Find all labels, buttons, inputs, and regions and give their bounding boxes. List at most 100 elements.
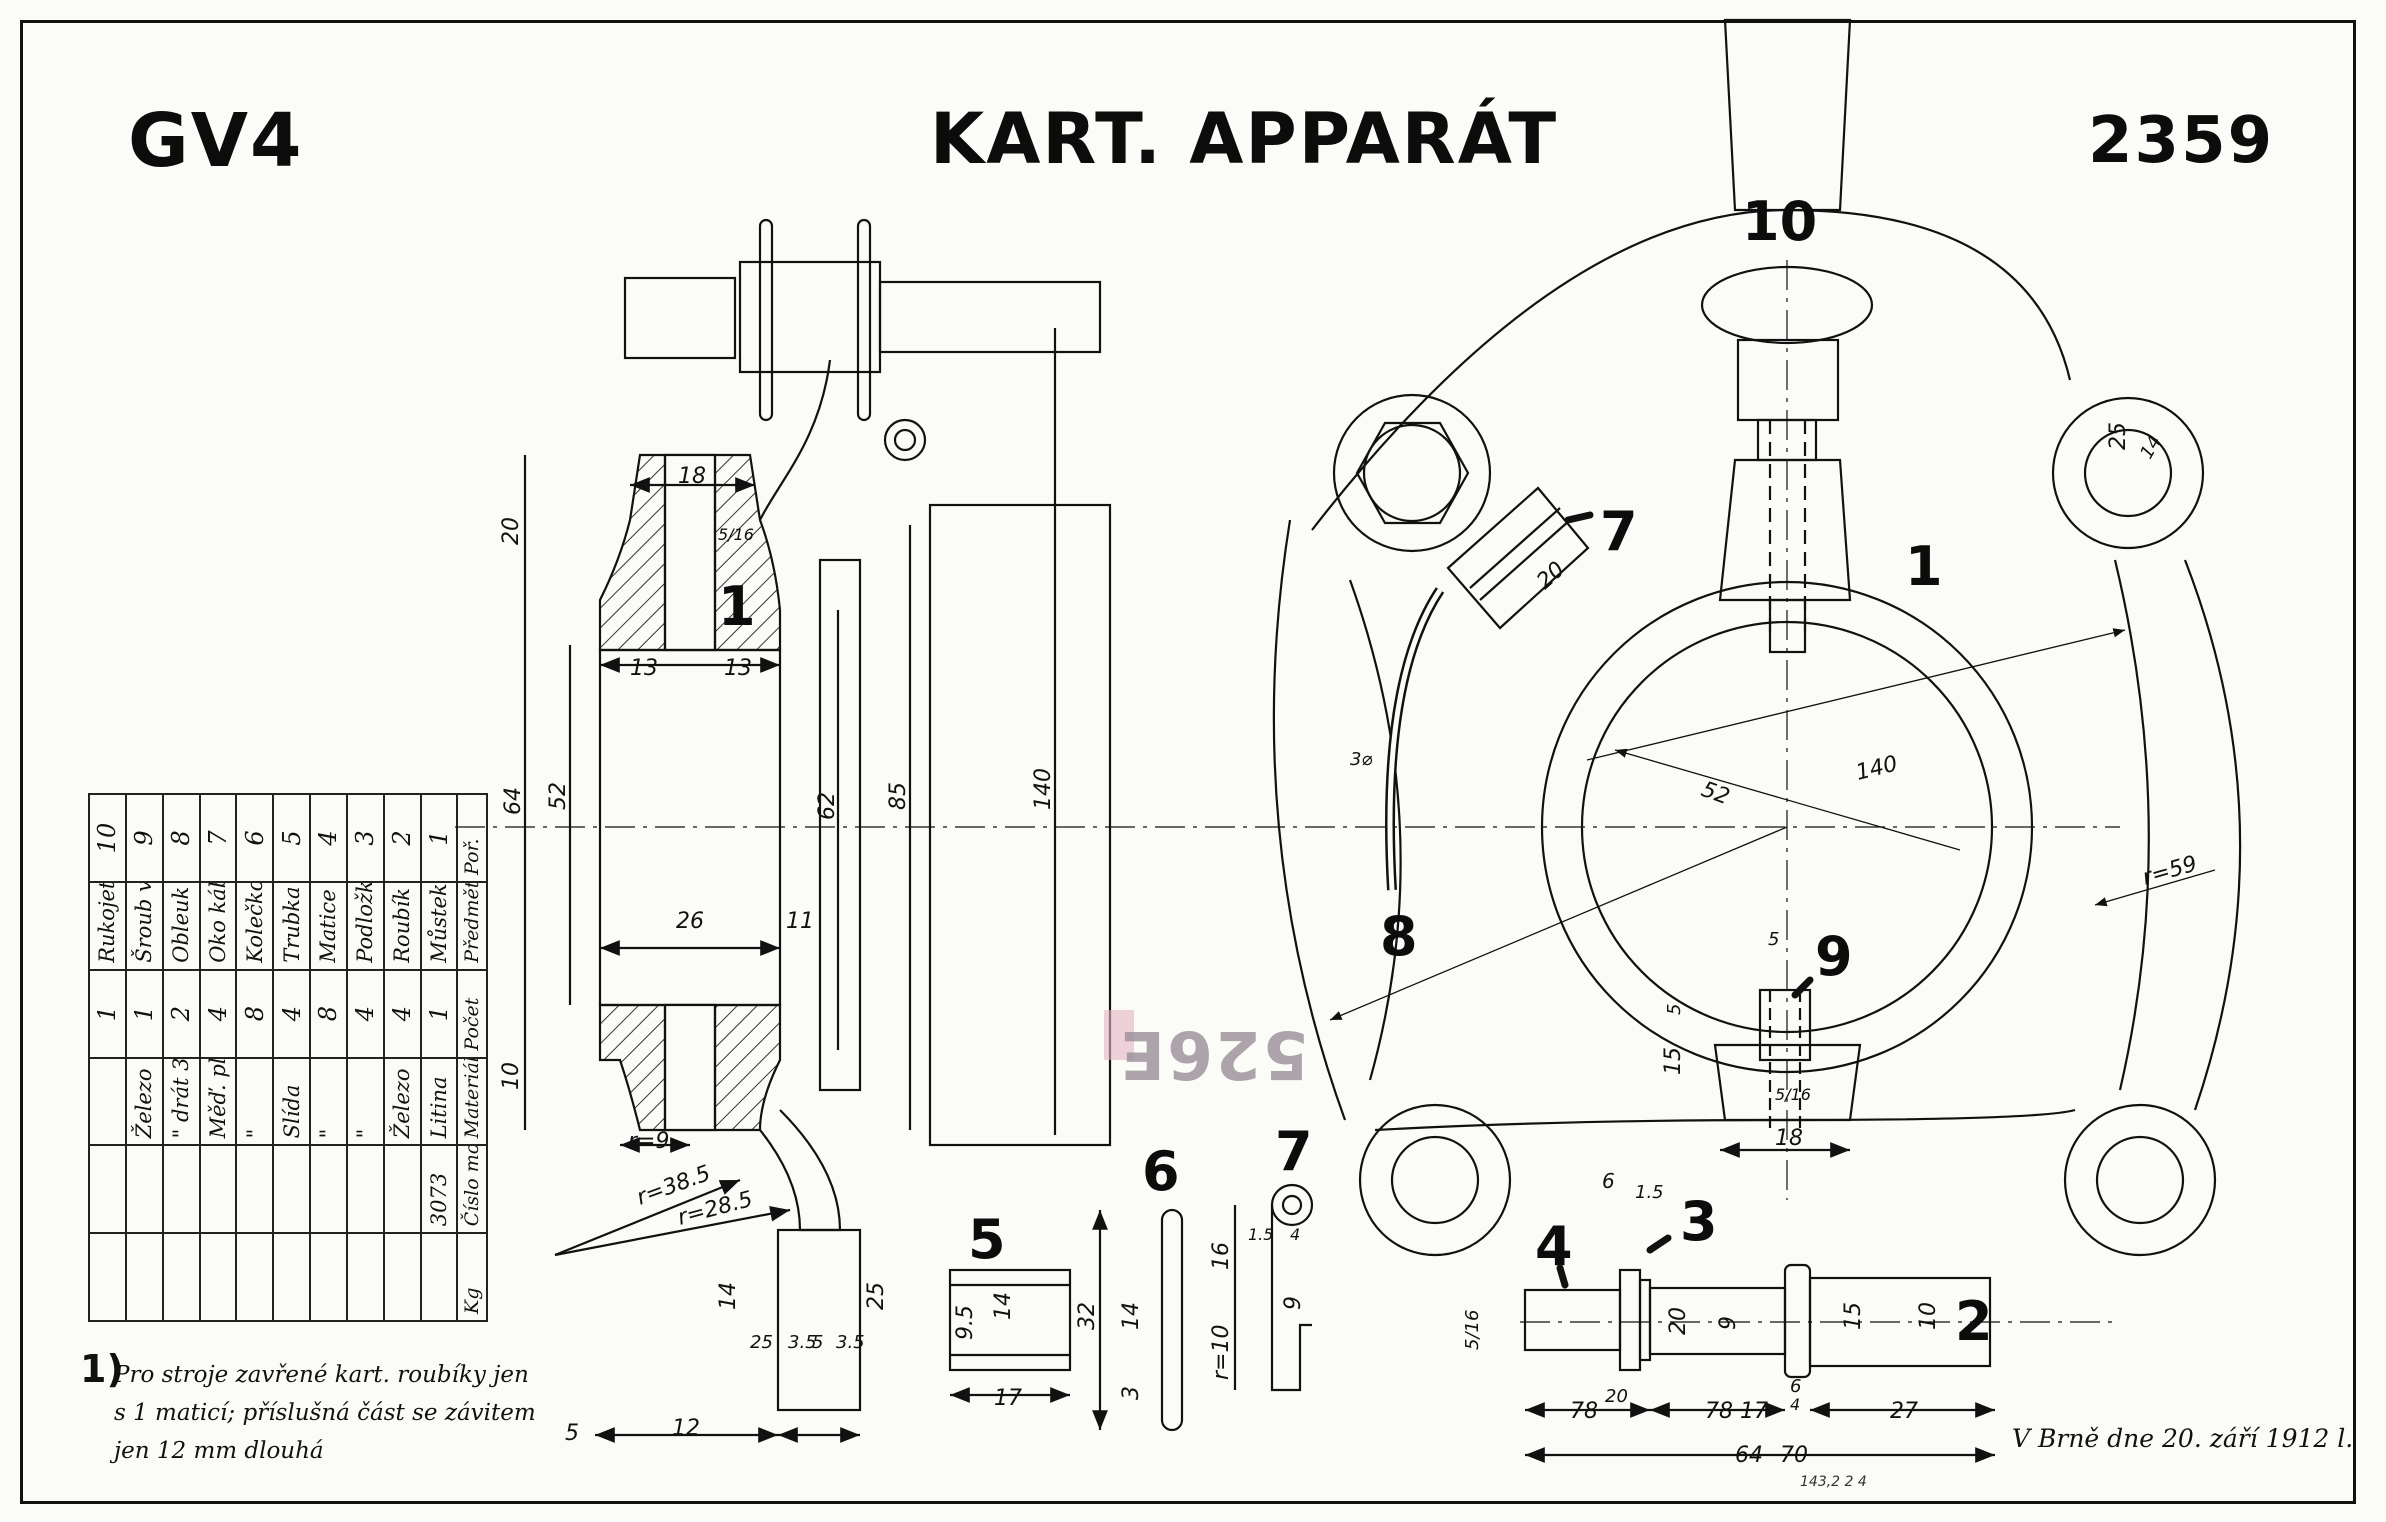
dim-bolt: 78 xyxy=(1570,1399,1598,1424)
dim-bolt: 70 xyxy=(1780,1443,1808,1468)
plan-view xyxy=(1272,18,2242,1463)
dim-plan: 3⌀ xyxy=(1350,749,1372,770)
part-label: 7 xyxy=(1600,500,1638,563)
dim-plan: 5/16 xyxy=(1775,1085,1811,1104)
dim-plan: 5 xyxy=(1664,1004,1685,1015)
dim-bolt: 4 xyxy=(1790,1395,1800,1414)
file-number: 143,2 2 4 xyxy=(1800,1474,1867,1490)
dim-bolt: 1.5 xyxy=(1635,1182,1664,1203)
dim-side: 5 xyxy=(565,1421,579,1446)
dim-bolt: 27 xyxy=(1890,1399,1918,1424)
dim-part: r=10 xyxy=(1209,1325,1234,1380)
dim-side: 140 xyxy=(1031,768,1056,810)
part-label: 1 xyxy=(1905,535,1943,598)
dim-side: 18 xyxy=(678,464,706,489)
dim-plan: 20 xyxy=(1532,557,1570,594)
lug-bottom-left xyxy=(1358,1103,1512,1257)
dim-side: 62 xyxy=(815,792,840,820)
footnote: 1) Pro stroje zavřené kart. roubíky jen … xyxy=(80,1350,536,1470)
plan-dimension-texts: 25 14 20 3⌀ 52 140 r=59 5 5 15 5/16 18 6… xyxy=(1350,422,2200,1468)
dim-side: 11 xyxy=(786,909,814,934)
lug-top-right xyxy=(2051,396,2205,550)
bolt-collar xyxy=(1783,1263,1812,1379)
dim-side: r=9 xyxy=(628,1129,669,1154)
dim-side: 52 xyxy=(546,782,571,810)
dim-side: 3.5 xyxy=(836,1332,865,1353)
dim-bolt: 10 xyxy=(1916,1302,1941,1330)
footnote-line: Pro stroje zavřené kart. roubíky jen xyxy=(114,1362,529,1388)
dim-side: 20 xyxy=(499,517,524,545)
part-label: 10 xyxy=(1742,190,1817,253)
hex-nut-side xyxy=(623,276,737,360)
dim-part: 9 xyxy=(1281,1296,1306,1310)
dim-plan: 14 xyxy=(2136,432,2166,462)
dim-bolt: 78 xyxy=(1705,1399,1733,1424)
dim-part: 1.5 xyxy=(1248,1225,1273,1244)
lug-top-left xyxy=(1332,393,1492,553)
dim-bolt: 6 xyxy=(1602,1169,1615,1193)
dim-side: 85 xyxy=(886,782,911,810)
hex-nut-top xyxy=(1355,421,1470,525)
dim-part: 9.5 xyxy=(953,1305,978,1340)
drawing-title: KART. APPARÁT xyxy=(930,98,1559,180)
callout-leaders xyxy=(1556,511,1814,1289)
part-label: 2 xyxy=(1955,1290,1993,1353)
dim-bolt: 20 xyxy=(1605,1386,1628,1407)
part-6-washer xyxy=(1160,1208,1184,1432)
dim-bolt: 20 xyxy=(1666,1307,1691,1335)
part-label: 6 xyxy=(1142,1140,1180,1203)
dim-part: 14 xyxy=(991,1292,1016,1320)
footnote-line: jen 12 mm dlouhá xyxy=(114,1438,324,1464)
dim-part: 3 xyxy=(1119,1386,1144,1400)
cable-eye-7 xyxy=(1446,486,1590,630)
dim-side: 12 xyxy=(672,1416,700,1441)
archive-stamp: 526E xyxy=(1118,1016,1309,1093)
stamp-mark xyxy=(1104,1010,1134,1060)
part-label: 9 xyxy=(1815,925,1853,988)
dim-plan: 25 xyxy=(2106,422,2131,450)
footnote-line: s 1 maticí; příslušná část se závitem xyxy=(114,1400,536,1426)
dim-bolt: 6 xyxy=(1790,1376,1801,1397)
shaft-side xyxy=(878,280,1102,354)
dim-side: 10 xyxy=(499,1062,524,1090)
sheet-border xyxy=(20,20,2356,1504)
dim-part: 14 xyxy=(1119,1302,1144,1330)
dim-part: 16 xyxy=(1209,1242,1234,1270)
side-view xyxy=(455,218,2120,1443)
dim-bolt: 9 xyxy=(1716,1316,1741,1330)
signoff-date: V Brně dne 20. září 1912 l. xyxy=(2012,1424,2354,1453)
dim-part: 32 xyxy=(1075,1302,1100,1330)
dim-side: 14 xyxy=(716,1282,741,1310)
dim-side: 5 xyxy=(812,1332,823,1353)
foot-side xyxy=(776,1228,862,1412)
dim-side: 3.5 xyxy=(788,1332,817,1353)
part-label: 3 xyxy=(1680,1190,1718,1253)
dim-side: 13 xyxy=(724,656,752,681)
dim-plan: 5 xyxy=(1768,929,1779,950)
drawing-code: GV4 xyxy=(128,98,304,184)
dim-side: 5/16 xyxy=(718,525,754,544)
dim-plan: 15 xyxy=(1661,1047,1686,1075)
dim-part: 17 xyxy=(994,1386,1022,1411)
dim-plan: 140 xyxy=(1853,751,1900,785)
lug-bottom-right xyxy=(2063,1103,2217,1257)
parts-dimension-texts: 14 9.5 17 32 14 3 16 1.5 4 9 r=10 xyxy=(953,1225,1306,1411)
dim-side: 25 xyxy=(864,1282,889,1310)
dim-bolt: 5/16 xyxy=(1462,1310,1483,1350)
part-label: 4 xyxy=(1535,1215,1573,1278)
part-label: 5 xyxy=(968,1208,1006,1271)
small-parts xyxy=(948,1183,1314,1432)
ring-side xyxy=(928,503,1112,1147)
part-7-eye xyxy=(1270,1183,1314,1227)
dim-bolt: 15 xyxy=(1841,1302,1866,1330)
part-5-tube xyxy=(948,1268,1072,1372)
part-callouts: 1 1 2 3 4 5 6 7 7 8 9 10 xyxy=(718,190,1993,1353)
dim-side: 26 xyxy=(676,909,704,934)
dim-side: 64 xyxy=(501,787,526,815)
dim-part: 4 xyxy=(1290,1225,1300,1244)
drawing-number: 2359 xyxy=(2088,104,2275,178)
part-label: 7 xyxy=(1275,1120,1313,1183)
part-label: 1 xyxy=(718,575,756,638)
